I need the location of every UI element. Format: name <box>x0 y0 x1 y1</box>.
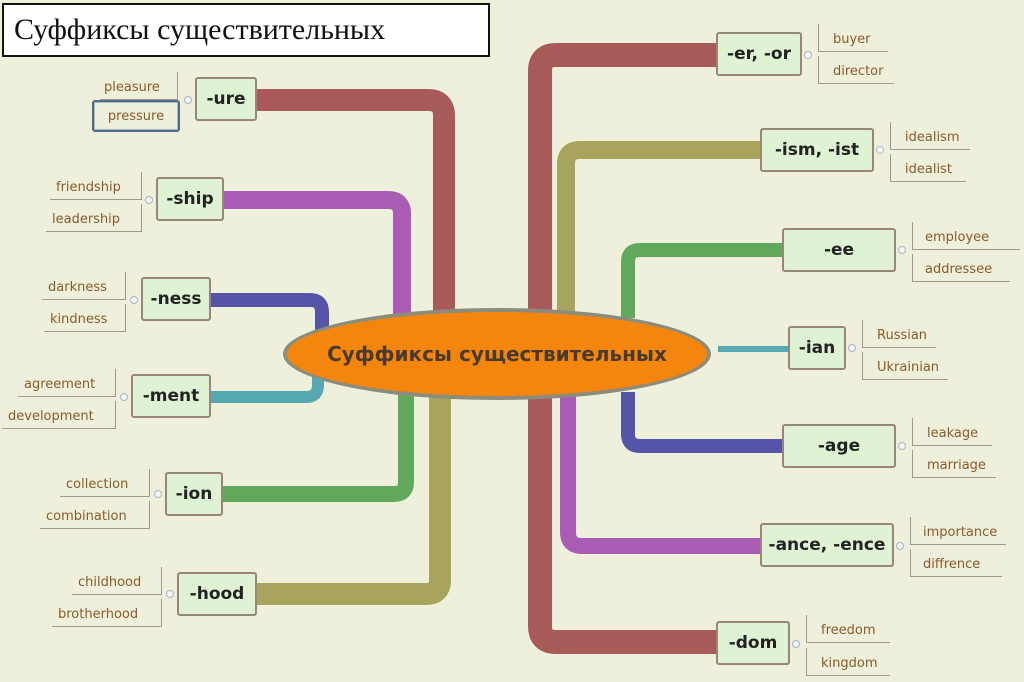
connector-ion <box>222 392 414 502</box>
connector-dom <box>528 398 716 654</box>
central-topic[interactable]: Суффиксы существительных <box>283 308 711 400</box>
collapse-knob-icon[interactable] <box>130 296 138 304</box>
node-ism-ist[interactable]: -ism, -ist <box>760 128 874 172</box>
leaf-buyer[interactable]: buyer <box>818 24 888 52</box>
connector-ment <box>210 370 324 403</box>
collapse-knob-icon[interactable] <box>804 51 812 59</box>
connector-hood <box>256 396 451 605</box>
leaf-pressure[interactable]: pressure <box>92 100 180 132</box>
leaf-diffrence[interactable]: diffrence <box>910 549 1002 577</box>
node-ion[interactable]: -ion <box>165 472 223 516</box>
node-ness[interactable]: -ness <box>141 277 211 321</box>
node-dom[interactable]: -dom <box>716 621 790 665</box>
node-er-or[interactable]: -er, -or <box>716 32 802 76</box>
collapse-knob-icon[interactable] <box>848 344 856 352</box>
connector-er-or <box>528 43 716 320</box>
connector-ee <box>621 243 782 318</box>
leaf-pleasure[interactable]: pleasure <box>100 72 178 100</box>
leaf-collection[interactable]: collection <box>60 469 150 497</box>
node-ship[interactable]: -ship <box>156 177 224 221</box>
collapse-knob-icon[interactable] <box>896 542 904 550</box>
node-hood[interactable]: -hood <box>177 572 257 616</box>
leaf-combination[interactable]: combination <box>40 501 150 529</box>
node-ee[interactable]: -ee <box>782 228 896 272</box>
collapse-knob-icon[interactable] <box>898 246 906 254</box>
collapse-knob-icon[interactable] <box>184 96 192 104</box>
leaf-agreement[interactable]: agreement <box>18 369 116 397</box>
leaf-darkness[interactable]: darkness <box>42 272 126 300</box>
connector-ure <box>256 89 455 322</box>
collapse-knob-icon[interactable] <box>876 146 884 154</box>
connector-age <box>621 392 782 453</box>
collapse-knob-icon[interactable] <box>145 196 153 204</box>
leaf-kingdom[interactable]: kingdom <box>806 648 890 676</box>
leaf-russian[interactable]: Russian <box>862 320 936 348</box>
node-ian[interactable]: -ian <box>788 326 846 370</box>
collapse-knob-icon[interactable] <box>154 490 162 498</box>
collapse-knob-icon[interactable] <box>166 590 174 598</box>
node-ment[interactable]: -ment <box>131 374 211 418</box>
connector-ness <box>210 293 329 330</box>
leaf-idealist[interactable]: idealist <box>890 154 966 182</box>
leaf-marriage[interactable]: marriage <box>912 450 996 478</box>
leaf-importance[interactable]: importance <box>910 517 1006 545</box>
leaf-leakage[interactable]: leakage <box>912 418 992 446</box>
leaf-kindness[interactable]: kindness <box>44 304 126 332</box>
leaf-ukrainian[interactable]: Ukrainian <box>862 352 948 380</box>
leaf-freedom[interactable]: freedom <box>806 615 890 643</box>
leaf-leadership[interactable]: leadership <box>46 204 142 232</box>
collapse-knob-icon[interactable] <box>120 393 128 401</box>
node-ure[interactable]: -ure <box>195 77 257 121</box>
node-age[interactable]: -age <box>782 424 896 468</box>
connector-ism-ist <box>557 141 760 312</box>
node-ance-ence[interactable]: -ance, -ence <box>760 523 894 567</box>
connector-ance-ence <box>560 396 760 554</box>
page-title: Суффиксы существительных <box>2 3 490 57</box>
leaf-idealism[interactable]: idealism <box>890 122 970 150</box>
collapse-knob-icon[interactable] <box>898 442 906 450</box>
connector-ship <box>222 191 411 318</box>
leaf-childhood[interactable]: childhood <box>72 567 162 595</box>
leaf-friendship[interactable]: friendship <box>50 172 142 200</box>
leaf-development[interactable]: development <box>2 401 116 429</box>
leaf-addressee[interactable]: addressee <box>912 254 1010 282</box>
leaf-brotherhood[interactable]: brotherhood <box>52 599 162 627</box>
leaf-director[interactable]: director <box>818 56 894 84</box>
leaf-employee[interactable]: employee <box>912 222 1020 250</box>
collapse-knob-icon[interactable] <box>792 640 800 648</box>
